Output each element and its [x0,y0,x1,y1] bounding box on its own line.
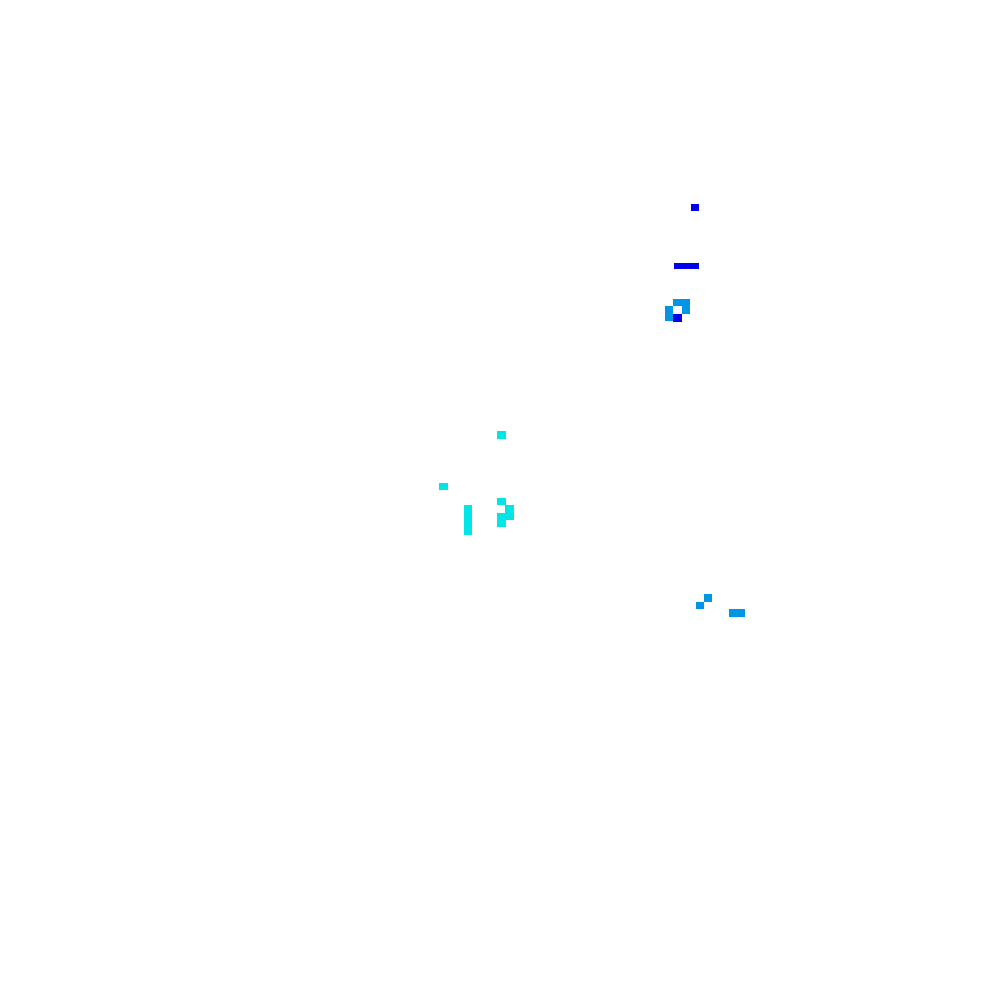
cyan-pixel-group [439,431,514,535]
cyan-pixel [497,431,506,439]
cyan-pixel [505,505,514,520]
cyan-pixel [497,513,506,527]
cyan-pixel [439,483,448,490]
azure-pixel-group [665,299,745,617]
azure-pixel [682,306,690,314]
cyan-pixel [497,498,506,505]
azure-pixel [673,299,690,306]
cyan-pixel [464,505,472,535]
blue-pixel [691,204,699,211]
azure-pixel [729,609,745,617]
azure-pixel [704,594,712,602]
azure-pixel [696,602,704,609]
blue-pixel [673,314,682,322]
blue-pixel-group [673,204,699,322]
blue-pixel [674,263,699,269]
azure-pixel [665,306,673,321]
